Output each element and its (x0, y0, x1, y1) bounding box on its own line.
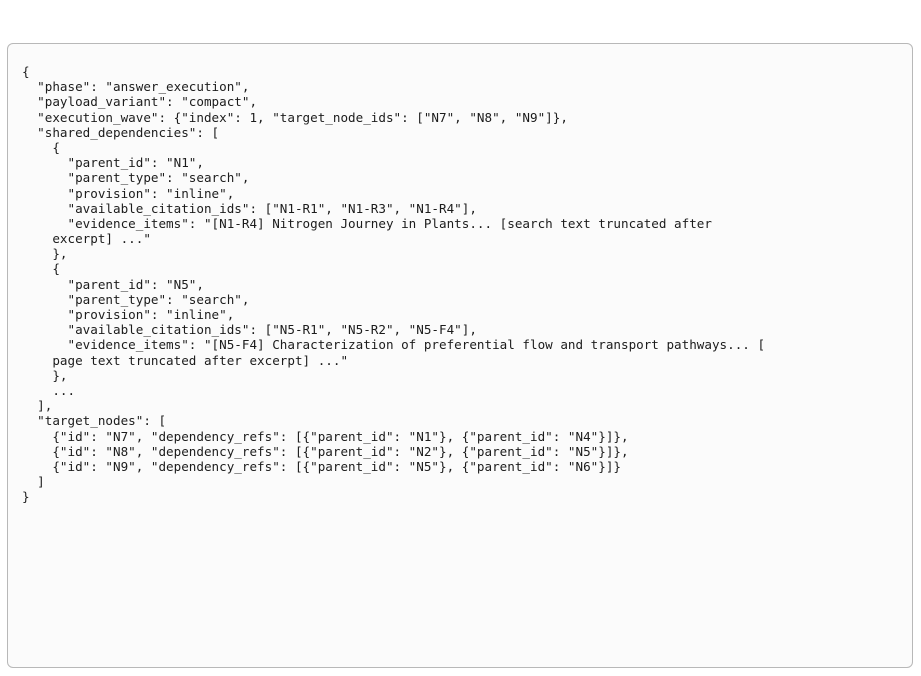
code-line: { (22, 261, 60, 277)
code-line: ] (22, 474, 45, 490)
code-line: ... (22, 382, 76, 398)
code-line: "payload_variant": "compact", (22, 94, 258, 110)
code-line: "parent_type": "search", (22, 170, 250, 186)
code-line: "provision": "inline", (22, 307, 235, 322)
code-line: {"id": "N8", "dependency_refs": [{"paren… (22, 443, 629, 459)
code-line: "parent_id": "N1", (22, 155, 204, 171)
code-line: "target_nodes": [ (22, 413, 167, 429)
code-line: "parent_type": "search", (22, 291, 250, 307)
code-block: { "phase": "answer_execution", "payload_… (22, 64, 765, 504)
code-line: {"id": "N9", "dependency_refs": [{"paren… (22, 458, 621, 474)
code-line: page text truncated after excerpt] ..." (22, 352, 349, 368)
code-line: "evidence_items": "[N1-R4] Nitrogen Jour… (22, 215, 712, 231)
code-line: } (22, 489, 30, 505)
code-line: excerpt] ..." (22, 231, 151, 247)
code-line: { (22, 64, 30, 79)
code-line: "shared_dependencies": [ (22, 124, 220, 140)
code-line: }, (22, 367, 68, 383)
code-line: "available_citation_ids": ["N5-R1", "N5-… (22, 322, 477, 338)
code-line: ], (22, 398, 53, 414)
code-line: { (22, 139, 60, 155)
code-line: }, (22, 246, 68, 262)
code-line: "phase": "answer_execution", (22, 79, 250, 95)
code-line: "parent_id": "N5", (22, 276, 204, 292)
code-line: "available_citation_ids": ["N1-R1", "N1-… (22, 200, 477, 216)
code-panel: { "phase": "answer_execution", "payload_… (7, 43, 913, 668)
code-line: "execution_wave": {"index": 1, "target_n… (22, 109, 568, 125)
code-line: "provision": "inline", (22, 185, 235, 201)
code-line: "evidence_items": "[N5-F4] Characterizat… (22, 337, 766, 353)
code-line: {"id": "N7", "dependency_refs": [{"paren… (22, 428, 629, 444)
